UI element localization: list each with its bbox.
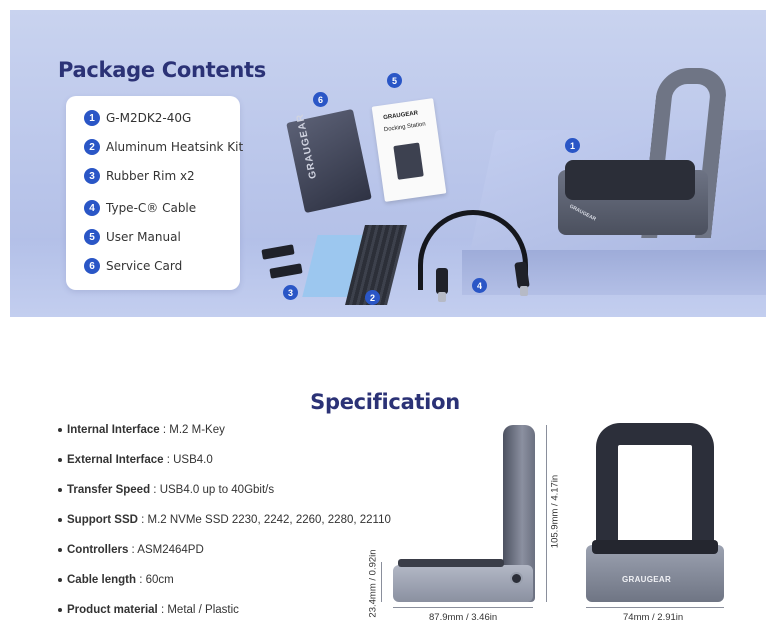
number-badge: 3 [84,168,100,184]
spec-key: Cable length [67,574,137,586]
base-height-dimension: 23.4mm / 0.92in [367,549,379,618]
list-item-label: Type-C® Cable [106,201,197,215]
list-item-label: G-M2DK2-40G [106,111,192,125]
spec-value: ASM2464PD [137,544,204,556]
number-badge: 1 [84,110,100,126]
number-badge: 5 [84,229,100,245]
package-contents-banner: Package Contents 1 G-M2DK2-40G 2 Aluminu… [10,10,766,317]
dock-top-slot [565,160,695,200]
bullet-icon [58,517,62,522]
spec-value: 60cm [145,574,174,586]
list-item: 5 User Manual [84,227,181,247]
depth-dimension-line [393,607,533,608]
list-item-label: Aluminum Heatsink Kit [106,140,244,154]
type-c-cable-image [418,210,528,290]
bullet-icon [58,427,62,432]
cable-plug-tip [520,286,528,296]
number-badge: 2 [84,139,100,155]
spec-row: Transfer Speed : USB4.0 up to 40Gbit/s [58,484,274,496]
front-view-brand: GRAUGEAR [622,575,672,584]
spec-key: Internal Interface [67,424,160,436]
bullet-icon [58,457,62,462]
base-height-dimension-line [381,562,382,602]
callout-badge: 3 [283,285,298,300]
manual-logo: GRAUGEAR [382,110,419,122]
width-dimension: 74mm / 2.91in [623,612,684,623]
spec-value: USB4.0 up to 40Gbit/s [159,484,275,496]
number-badge: 4 [84,200,100,216]
depth-dimension: 87.9mm / 3.46in [429,612,498,623]
spec-key: Transfer Speed [67,484,151,496]
manual-dock-illustration [393,142,424,180]
spec-key: Product material [67,604,158,616]
list-item: 1 G-M2DK2-40G [84,108,191,128]
side-view-base [393,565,533,602]
bullet-icon [58,577,62,582]
spec-row: External Interface : USB4.0 [58,454,213,466]
specification-title: Specification [310,390,460,414]
spec-value: USB4.0 [173,454,213,466]
list-item: 6 Service Card [84,256,182,276]
total-height-dimension: 105.9mm / 4.17in [549,474,561,549]
spec-value: M.2 NVMe SSD 2230, 2242, 2260, 2280, 221… [147,514,391,526]
total-height-dimension-line [546,425,547,602]
callout-badge: 6 [313,92,328,107]
cable-plug [436,268,448,294]
package-contents-title: Package Contents [58,58,266,82]
callout-badge: 2 [365,290,380,305]
list-item-label: Service Card [106,259,183,273]
spec-key: Controllers [67,544,129,556]
callout-badge: 1 [565,138,580,153]
list-item-label: User Manual [106,230,181,244]
spec-value: Metal / Plastic [167,604,239,616]
service-card-brand: GRAUGEAR [294,112,320,180]
bullet-icon [58,487,62,492]
cable-plug-tip [438,292,446,302]
manual-title: Docking Station [383,121,427,134]
list-item: 4 Type-C® Cable [84,198,196,218]
bullet-icon [58,607,62,612]
spec-value: M.2 M-Key [169,424,225,436]
user-manual-image: GRAUGEAR Docking Station [371,98,447,202]
bullet-icon [58,547,62,552]
spec-row: Controllers : ASM2464PD [58,544,204,556]
front-view-slot [592,540,718,554]
front-view-stand [596,423,714,563]
front-view-base [586,545,724,602]
list-item: 2 Aluminum Heatsink Kit [84,137,243,157]
service-card-image: GRAUGEAR [286,108,372,214]
spec-row: Support SSD : M.2 NVMe SSD 2230, 2242, 2… [58,514,391,526]
callout-badge: 5 [387,73,402,88]
side-view-button [510,572,523,585]
spec-row: Product material : Metal / Plastic [58,604,239,616]
package-list-card: 1 G-M2DK2-40G 2 Aluminum Heatsink Kit 3 … [66,96,243,290]
number-badge: 6 [84,258,100,274]
list-item-label: Rubber Rim x2 [106,169,195,183]
spec-row: Internal Interface : M.2 M-Key [58,424,225,436]
list-item: 3 Rubber Rim x2 [84,166,195,186]
spec-row: Cable length : 60cm [58,574,174,586]
spec-key: External Interface [67,454,164,466]
width-dimension-line [586,607,724,608]
side-view-slot [398,559,504,567]
callout-badge: 4 [472,278,487,293]
spec-key: Support SSD [67,514,138,526]
